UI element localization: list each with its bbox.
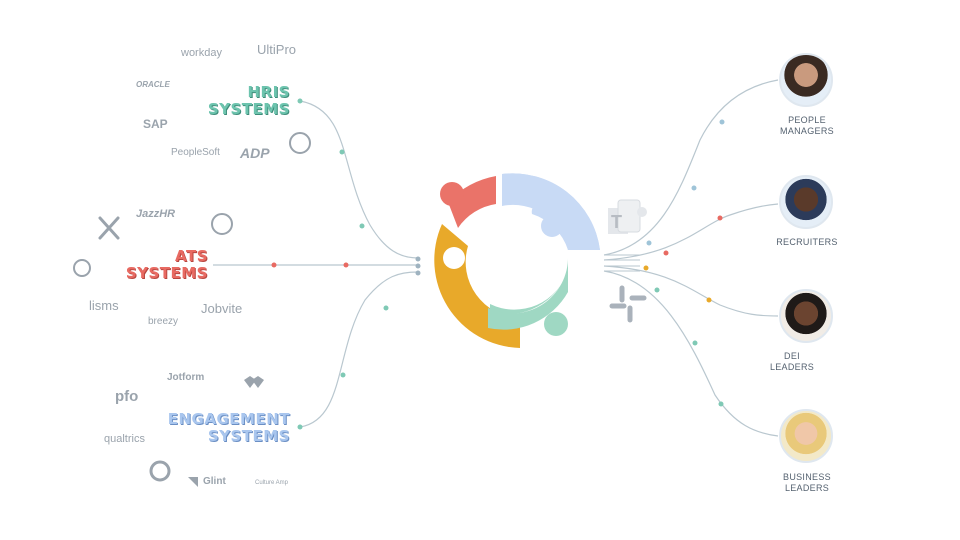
logo-ultipro: UltiPro [257,42,297,57]
connector-node [691,185,697,191]
engagement-connector [299,271,419,428]
persona-label-line2: MANAGERS [780,126,834,136]
hris-title-line2: SYSTEMS [207,100,290,118]
persona-label-line1: RECRUITERS [776,237,838,247]
connector-node [643,265,649,271]
logo-jobvite: Jobvite [201,301,243,316]
avatar-dei-leaders [779,289,833,343]
svg-text:T: T [611,212,622,232]
hibob-icon [289,132,311,154]
connector-node [297,424,303,430]
hris-title-line1: HRIS [247,83,290,101]
engagement-title-line2: SYSTEMS [207,427,290,445]
ring-junction [415,256,421,262]
connector-node [654,287,660,293]
logo-peoplesoft: PeopleSoft [171,147,220,158]
persona-people-managers: PEOPLE MANAGERS [752,115,862,137]
hris-title: HRIS SYSTEMS [190,84,290,118]
ats-title-line2: SYSTEMS [125,264,208,282]
slack-icon [609,285,647,323]
ring-junction [415,263,421,269]
logo-adp: ADP [240,145,270,161]
avatar-business-leaders [779,409,833,463]
connector-node [339,149,345,155]
connector-node [359,223,365,229]
logo-pfo: pfo [115,388,139,405]
persona-label-line2: LEADERS [784,483,830,493]
connector-node [692,340,698,346]
recruiters-connector [603,203,779,261]
persona-label-line1: BUSINESS [783,472,831,482]
connector-node [383,305,389,311]
ring-segment-green [490,254,568,315]
avatar-people-managers [779,53,833,107]
logo-breezy: breezy [148,316,179,327]
persona-label-line1: PEOPLE [788,115,826,125]
engagement-title-line1: ENGAGEMENT [167,410,290,428]
puzzle-knob-blue [541,215,563,237]
puzzle-knob-red [440,182,464,206]
logo-qualtrics: qualtrics [104,433,145,445]
ats-title-line1: ATS [175,247,208,265]
ring-segment-red [448,176,496,228]
logo-glint: Glint [203,476,226,487]
teams-icon: T [608,199,647,234]
logo-jazzhr: JazzHR [136,208,176,220]
culture-icon [149,460,171,482]
connector-node [719,119,725,125]
connector-node [343,262,349,268]
avatar-recruiters [779,175,833,229]
connector-node [271,262,277,268]
logo-cultureamp: Culture Amp [255,480,289,486]
lever-icon [211,213,233,235]
connector-node [646,240,652,246]
persona-label-line1: DEI [784,351,800,361]
persona-business-leaders: BUSINESS LEADERS [752,472,862,494]
lattice-icon [188,477,198,487]
logo-oracle: ORACLE [136,80,170,89]
bamboo-icon [98,216,120,240]
ring-junction [415,270,421,276]
business-connector [603,270,779,437]
logo-lisms: lisms [89,298,119,313]
engagement-title: ENGAGEMENT SYSTEMS [150,411,290,445]
dei-connector [603,265,779,317]
puzzle-knob-green [544,312,568,336]
persona-label-line2: LEADERS [769,362,815,372]
ats-title: ATS SYSTEMS [108,248,208,282]
connector-node [718,401,724,407]
hris-connector [299,100,419,259]
peakon-icon [244,376,264,388]
logo-jotform: Jotform [167,372,205,383]
platform-ring [434,173,600,348]
persona-recruiters: RECRUITERS [752,237,862,248]
logo-sap: SAP [143,117,168,131]
managers-connector [603,79,779,256]
greenhouse-icon [73,259,91,277]
logo-workday: workday [181,47,222,59]
persona-dei-leaders: DEI LEADERS [737,351,847,373]
connector-node [340,372,346,378]
connector-node [717,215,723,221]
connector-node [297,98,303,104]
connector-node [663,250,669,256]
puzzle-knob-gold [443,247,465,269]
connector-node [706,297,712,303]
